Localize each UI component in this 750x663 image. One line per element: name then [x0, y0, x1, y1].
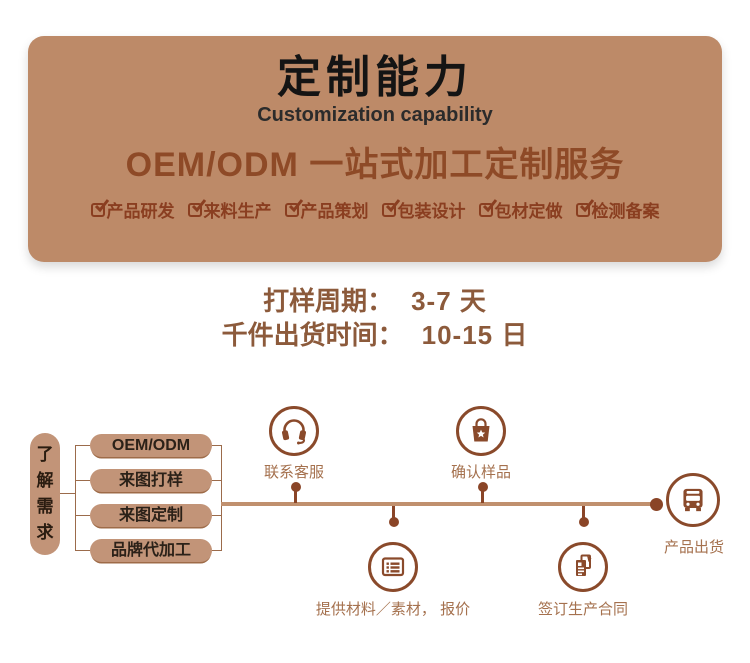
timeline-end-dot	[650, 498, 663, 511]
timeline-stem	[481, 490, 484, 503]
sample-lead-time: 打样周期： 3-7 天	[0, 284, 750, 318]
document-list-icon	[381, 557, 405, 577]
feature-label: 产品研发	[106, 202, 175, 221]
step-label: 确认样品	[450, 464, 512, 481]
feature-item: 包材定做	[478, 197, 563, 222]
step-label: 产品出货	[663, 539, 725, 556]
product-shipment-node	[666, 473, 720, 527]
connector-line	[75, 550, 90, 551]
feature-label: 包材定做	[494, 202, 563, 221]
connector-line	[212, 445, 221, 446]
sample-lead-time-label: 打样周期：	[263, 286, 394, 316]
connector-line	[212, 550, 221, 551]
confirm-sample-node	[456, 406, 506, 456]
oem-odm-heading: OEM/ODM 一站式加工定制服务	[125, 146, 625, 184]
feature-label: 检测备案	[591, 202, 660, 221]
feature-list: 产品研发 来料生产 产品策划 包装设计 包材定做 检测备案	[28, 197, 722, 222]
page-subtitle: Customization capability	[257, 104, 493, 126]
option-pill-custom-from-drawing: 来图定制	[90, 504, 212, 527]
page-title: 定制能力	[277, 53, 473, 102]
timeline-stem	[392, 506, 395, 518]
timeline-dot	[291, 482, 301, 492]
feature-label: 来料生产	[203, 202, 272, 221]
checkbox-icon	[381, 198, 400, 217]
connector-line	[221, 445, 222, 551]
timeline-dot	[389, 517, 399, 527]
feature-item: 产品策划	[284, 197, 369, 222]
timeline-stem	[294, 490, 297, 503]
timeline-stem	[582, 506, 585, 518]
connector-line	[60, 493, 75, 494]
provide-materials-node	[368, 542, 418, 592]
banner: 定制能力 Customization capability OEM/ODM 一站…	[28, 36, 722, 262]
contact-support-node	[269, 406, 319, 456]
process-timeline	[221, 502, 659, 506]
sample-lead-time-value: 3-7 天	[411, 286, 487, 316]
connector-line	[212, 480, 221, 481]
timeline-dot	[478, 482, 488, 492]
option-pill-brand-processing: 品牌代加工	[90, 539, 212, 562]
connector-line	[75, 515, 90, 516]
checkbox-icon	[90, 198, 109, 217]
step-label: 提供材料／素材， 报价	[315, 601, 471, 618]
feature-item: 检测备案	[575, 197, 660, 222]
connector-line	[75, 480, 90, 481]
contract-icon	[576, 554, 592, 576]
lead-times: 打样周期： 3-7 天 千件出货时间： 10-15 日	[0, 284, 750, 352]
connector-line	[75, 445, 76, 551]
timeline-dot	[579, 517, 589, 527]
option-pill-sample-from-drawing: 来图打样	[90, 469, 212, 492]
connector-line	[75, 445, 90, 446]
feature-item: 包装设计	[381, 197, 466, 222]
step-label: 联系客服	[263, 464, 325, 481]
feature-label: 产品策划	[300, 202, 369, 221]
checkbox-icon	[187, 198, 206, 217]
bulk-lead-time-label: 千件出货时间：	[221, 320, 404, 350]
feature-label: 包装设计	[397, 202, 466, 221]
checkbox-icon	[575, 198, 594, 217]
bulk-lead-time-value: 10-15 日	[421, 320, 529, 350]
checkbox-icon	[284, 198, 303, 217]
step-label: 签订生产合同	[537, 601, 629, 618]
option-pill-oem-odm: OEM/ODM	[90, 434, 212, 457]
truck-icon	[683, 488, 703, 512]
connector-line	[212, 515, 221, 516]
sign-contract-node	[558, 542, 608, 592]
shopping-bag-icon	[472, 418, 490, 442]
checkbox-icon	[478, 198, 497, 217]
feature-item: 来料生产	[187, 197, 272, 222]
feature-item: 产品研发	[90, 197, 175, 222]
bulk-lead-time: 千件出货时间： 10-15 日	[0, 318, 750, 352]
intro-pill: 了解需求	[30, 433, 60, 555]
headset-icon	[282, 419, 306, 445]
